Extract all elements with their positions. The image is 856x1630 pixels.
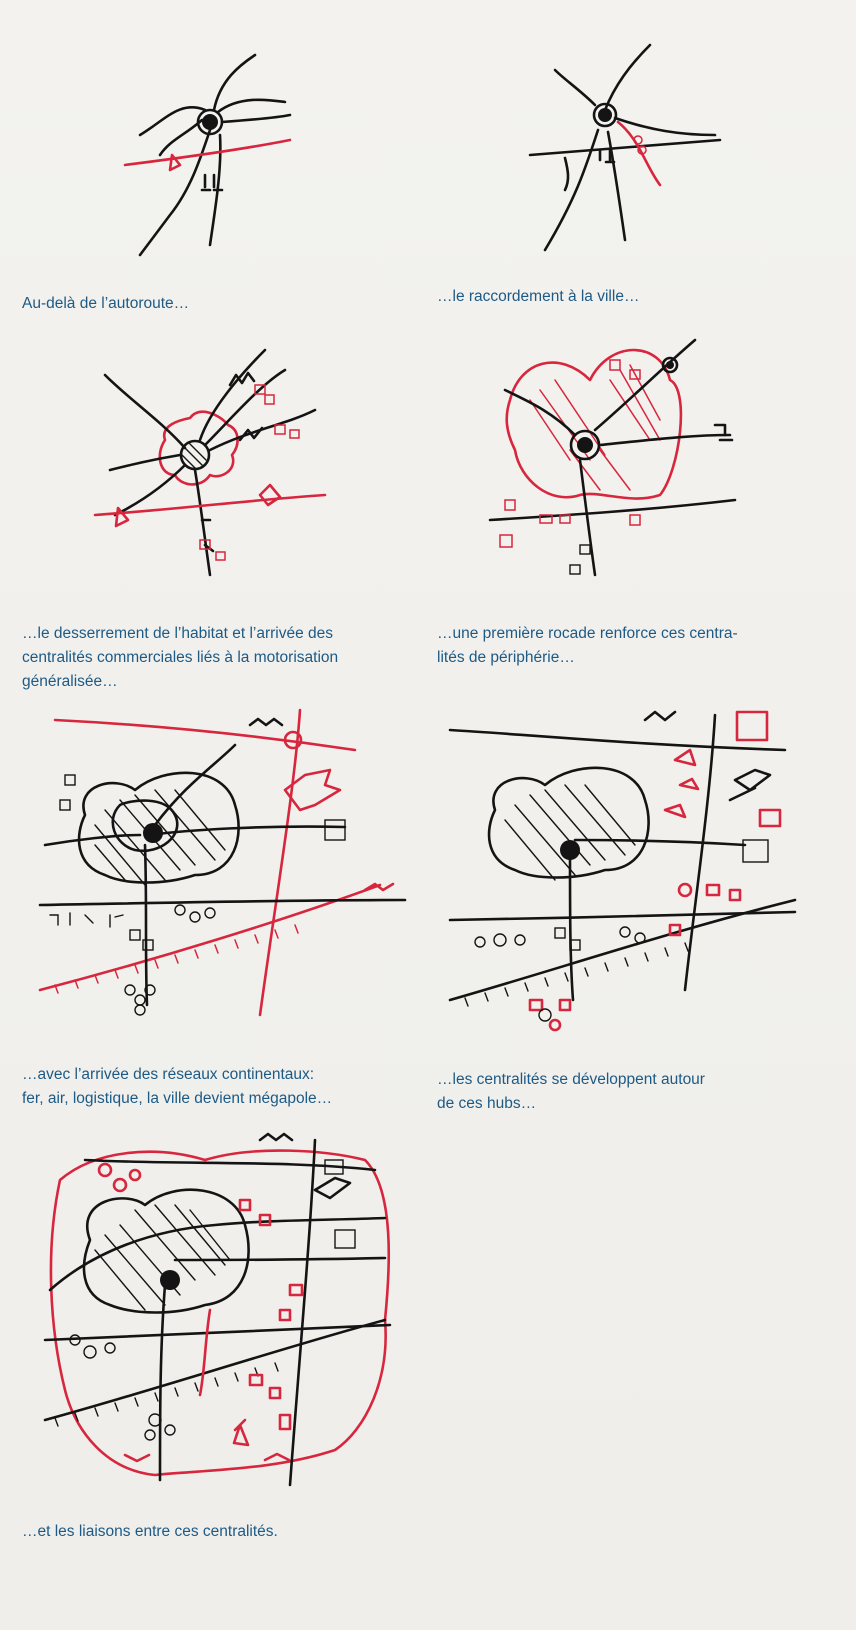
sketch-6-hubs (445, 700, 805, 1040)
caption-panel-2: …le raccordement à la ville… (437, 285, 639, 309)
caption-line: centralités commerciales liés à la motor… (22, 646, 338, 670)
sketch-1-highway (110, 40, 330, 270)
caption-line: …une première rocade renforce ces centra… (437, 622, 738, 646)
caption-line: Au-delà de l’autoroute… (22, 292, 189, 316)
sketch-3-sprawl (90, 330, 340, 590)
caption-panel-6: …les centralités se développent autour d… (437, 1068, 705, 1116)
caption-line: lités de périphérie… (437, 646, 738, 670)
sketch-4-ringroad (480, 320, 760, 590)
caption-panel-4: …une première rocade renforce ces centra… (437, 622, 738, 670)
caption-line: fer, air, logistique, la ville devient m… (22, 1087, 332, 1111)
caption-panel-1: Au-delà de l’autoroute… (22, 292, 189, 316)
caption-panel-5: …avec l’arrivée des réseaux continentaux… (22, 1063, 332, 1111)
sketch-5-megapole (35, 705, 415, 1030)
caption-line: …et les liaisons entre ces centralités. (22, 1520, 278, 1544)
caption-line: …avec l’arrivée des réseaux continentaux… (22, 1063, 332, 1087)
caption-panel-3: …le desserrement de l’habitat et l’arriv… (22, 622, 338, 694)
caption-panel-7: …et les liaisons entre ces centralités. (22, 1520, 278, 1544)
caption-line: …le raccordement à la ville… (437, 285, 639, 309)
caption-line: de ces hubs… (437, 1092, 705, 1116)
sketch-7-links (35, 1130, 405, 1490)
caption-line: …le desserrement de l’habitat et l’arriv… (22, 622, 338, 646)
caption-line: généralisée… (22, 670, 338, 694)
caption-line: …les centralités se développent autour (437, 1068, 705, 1092)
sketch-2-connection (520, 40, 740, 270)
